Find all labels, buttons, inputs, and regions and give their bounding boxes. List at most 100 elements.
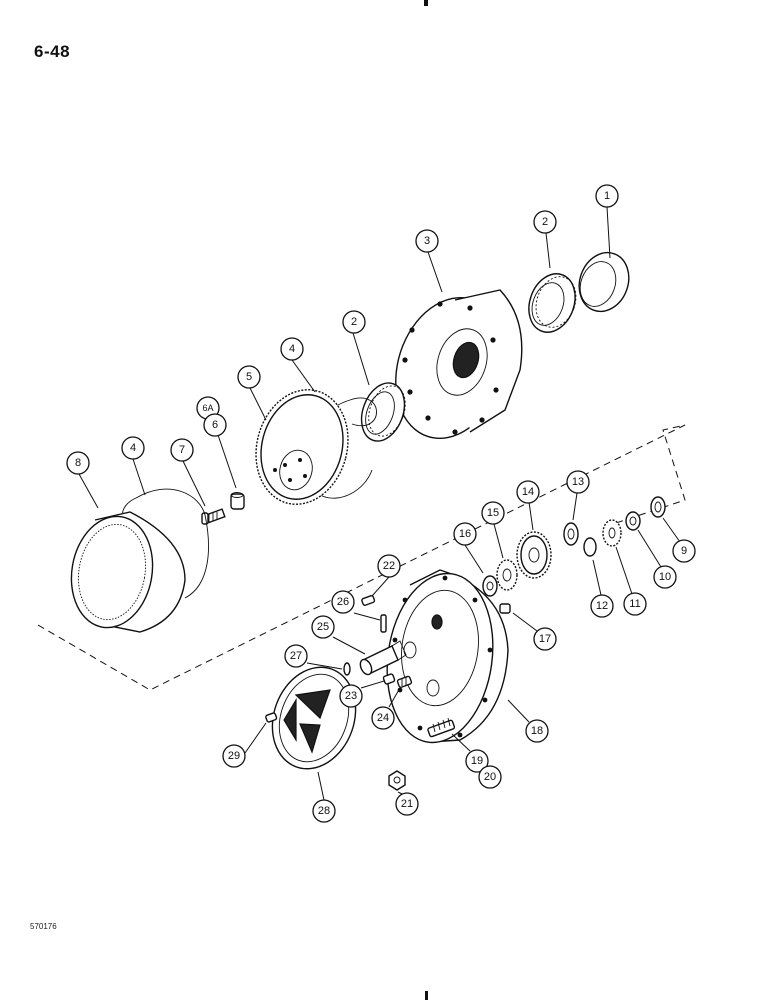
part-6-bushing: [230, 492, 245, 510]
part-28-cover-plate: [271, 666, 357, 770]
part-2-bearing-upper: [528, 273, 577, 333]
callout-17: 17: [533, 627, 557, 651]
callout-7: 7: [170, 438, 194, 462]
leader-2-upper: [545, 232, 551, 269]
svg-text:25: 25: [317, 621, 329, 633]
callout-24: 24: [371, 706, 395, 730]
callout-13: 13: [566, 470, 590, 494]
svg-text:11: 11: [629, 598, 640, 610]
part-23-plug: [382, 673, 396, 685]
callout-8: 8: [66, 451, 90, 475]
svg-text:7: 7: [179, 444, 185, 456]
part-13-thrust-washer: [563, 522, 579, 546]
part-11-sun-gear: [602, 519, 622, 547]
svg-text:2: 2: [351, 316, 357, 328]
svg-text:12: 12: [596, 600, 608, 612]
part-21-nut: [388, 770, 406, 791]
leader-17: [512, 612, 538, 632]
leader-4-lower: [132, 458, 146, 496]
callout-19: 19: [465, 749, 489, 773]
figure-code: 570176: [30, 922, 57, 931]
leader-15: [493, 523, 504, 559]
svg-text:22: 22: [383, 560, 395, 572]
callout-12: 12: [590, 594, 614, 618]
callout-11: 11: [623, 592, 647, 616]
callout-22: 22: [377, 554, 401, 578]
part-26-roll-pin: [380, 614, 387, 633]
callout-28: 28: [312, 799, 336, 823]
svg-text:19: 19: [471, 755, 483, 767]
svg-text:6: 6: [212, 419, 218, 431]
callout-3: 3: [415, 229, 439, 253]
svg-text:26: 26: [337, 596, 349, 608]
callout-26: 26: [331, 590, 355, 614]
callout-1: 1: [595, 184, 619, 208]
part-8-ring-gear: [70, 511, 186, 633]
svg-text:20: 20: [484, 771, 496, 783]
part-9-washer: [650, 496, 666, 518]
part-19-20-wheel-stud: [427, 717, 456, 738]
leader-13: [572, 492, 578, 521]
svg-text:8: 8: [75, 457, 81, 469]
page-number: 6-48: [34, 42, 71, 61]
svg-text:9: 9: [681, 545, 687, 557]
leader-2-lower: [352, 332, 370, 386]
leader-12: [592, 559, 602, 596]
leader-4-upper: [291, 359, 316, 393]
part-29-screw: [265, 712, 278, 723]
leader-lines: [78, 206, 681, 801]
part-22-pin: [361, 594, 376, 606]
svg-text:13: 13: [572, 476, 584, 488]
part-27-o-ring: [343, 662, 351, 676]
part-25-planet-shaft: [359, 640, 407, 676]
svg-text:28: 28: [318, 805, 330, 817]
callout-6: 6: [203, 413, 227, 437]
part-24-plug: [396, 675, 413, 688]
part-3-hub: [395, 289, 523, 440]
svg-text:10: 10: [659, 571, 671, 583]
assembly-dashed-outline: [37, 424, 686, 691]
leader-5: [249, 387, 267, 421]
part-12-snap-ring: [583, 537, 597, 557]
svg-text:18: 18: [531, 725, 543, 737]
callout-16: 16: [453, 522, 477, 546]
part-1-seal-ring: [578, 251, 630, 313]
svg-text:6A: 6A: [202, 403, 213, 413]
svg-text:29: 29: [228, 750, 240, 762]
leader-3: [427, 251, 443, 293]
callout-15: 15: [481, 501, 505, 525]
svg-text:16: 16: [459, 528, 471, 540]
callout-10: 10: [653, 565, 677, 589]
callout-4-upper: 4: [280, 337, 304, 361]
leader-29: [244, 722, 267, 754]
svg-text:24: 24: [377, 712, 389, 724]
leader-25: [332, 636, 366, 655]
part-14-planet-gear-large: [516, 531, 552, 579]
svg-text:17: 17: [539, 633, 551, 645]
leader-24: [388, 687, 401, 708]
leader-1: [606, 206, 611, 259]
leader-8: [78, 473, 99, 509]
callout-5: 5: [237, 365, 261, 389]
svg-text:14: 14: [522, 486, 534, 498]
leader-9: [662, 517, 681, 543]
callout-2-upper: 2: [533, 210, 557, 234]
callout-27: 27: [284, 644, 308, 668]
leader-19: [451, 733, 471, 752]
leader-7: [182, 460, 206, 507]
callout-18: 18: [525, 719, 549, 743]
part-18-spindle-housing: [386, 569, 509, 744]
leader-11: [615, 546, 633, 595]
part-10-bushing: [625, 511, 641, 531]
callout-21: 21: [395, 792, 419, 816]
svg-text:2: 2: [542, 216, 548, 228]
callout-9: 9: [672, 539, 696, 563]
svg-text:4: 4: [289, 343, 295, 355]
leader-14: [528, 501, 534, 531]
svg-text:3: 3: [424, 235, 430, 247]
part-15-planet-gear-small: [496, 559, 518, 591]
leader-27: [306, 662, 343, 670]
callout-20: 20: [478, 765, 502, 789]
callout-23: 23: [339, 684, 363, 708]
